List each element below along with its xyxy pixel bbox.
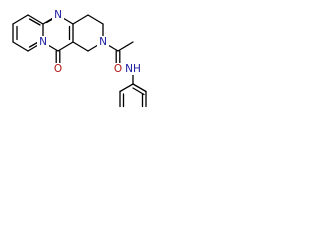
bond (72, 14, 89, 25)
bond (27, 14, 44, 25)
bond (132, 83, 147, 93)
bond (28, 18, 41, 26)
bond (132, 87, 145, 96)
atom-label: O (54, 63, 62, 75)
atom-label: O (114, 63, 122, 75)
atom-label: N (99, 36, 107, 48)
atom-o-ketone: O (52, 63, 64, 75)
pyridine-ring (12, 14, 44, 52)
atom-n-piperidine: N (97, 36, 109, 48)
bond (57, 41, 74, 52)
bond (117, 41, 134, 52)
atom-n-top: N (52, 9, 64, 21)
phenyl-ring (119, 68, 147, 108)
bond (72, 41, 89, 52)
bond (12, 14, 29, 25)
atom-n-fusion: N (37, 36, 49, 48)
bond (87, 14, 104, 25)
atom-o-amide: O (112, 63, 124, 75)
bond (119, 83, 134, 93)
atom-label: N (39, 36, 47, 48)
bond (12, 41, 29, 52)
atom-label: N (54, 9, 62, 21)
atom-label: NH (125, 63, 141, 75)
atom-nh-amide: NH (124, 63, 142, 75)
structure-drawing: N N N O O NH (12, 9, 147, 108)
molecule-diagram: N N N O O NH (0, 0, 173, 108)
